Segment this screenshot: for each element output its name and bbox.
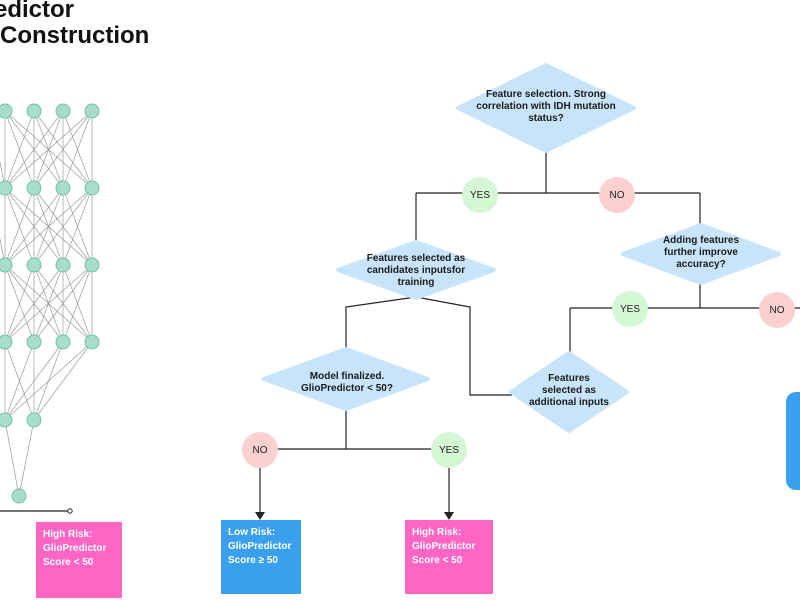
- network-edge: [0, 237, 6, 266]
- network-edge: [4, 187, 35, 266]
- network-node: [0, 412, 13, 428]
- network-edge: [18, 419, 35, 497]
- network-node: [84, 257, 100, 273]
- answer-no-feature-selection: NO: [599, 177, 635, 213]
- answer-yes-model: YES: [431, 432, 467, 468]
- network-edge: [4, 110, 64, 189]
- network-edge: [33, 264, 93, 343]
- arrowhead-high-risk: [444, 512, 454, 520]
- connector-candidates-left: [345, 296, 417, 366]
- network-node: [0, 257, 13, 273]
- network-edge: [4, 419, 20, 497]
- network-edge: [62, 187, 93, 266]
- decision-shapes: [262, 63, 781, 433]
- connector-lines: [259, 150, 800, 514]
- outcome-left-high-risk: High Risk: GlioPredictor Score < 50: [36, 522, 122, 598]
- network-node: [26, 103, 42, 119]
- network-axis-line: [0, 508, 73, 514]
- right-edge-partial-box: [786, 392, 800, 490]
- network-edge: [4, 264, 35, 343]
- answer-yes-feature-selection: YES: [462, 177, 498, 213]
- network-edge: [4, 341, 64, 421]
- outcome-low-risk: Low Risk: GlioPredictor Score ≥ 50: [221, 520, 301, 594]
- network-node: [0, 334, 13, 350]
- network-edge: [33, 187, 93, 266]
- network-node: [55, 180, 71, 196]
- decision-model-finalized-shape: [262, 347, 430, 411]
- network-edge: [33, 110, 93, 189]
- outcome-high-risk: High Risk: GlioPredictor Score < 50: [405, 520, 493, 594]
- network-node: [55, 103, 71, 119]
- network-node: [11, 488, 27, 504]
- network-node: [55, 334, 71, 350]
- decision-feature-selection-label: Feature selection. Strong correlation wi…: [476, 89, 616, 124]
- answer-no-adding-features: NO: [759, 292, 795, 328]
- network-node: [26, 257, 42, 273]
- decision-additional-inputs-label: Features selected as additional inputs: [529, 373, 609, 408]
- title-line-2: Construction: [0, 22, 150, 49]
- decision-adding-features-label: Adding features further improve accuracy…: [662, 235, 740, 270]
- network-node: [84, 180, 100, 196]
- decision-additional-inputs-shape: [509, 351, 629, 433]
- answer-yes-adding-features: YES: [612, 291, 648, 327]
- connector-candidates-right: [415, 296, 512, 396]
- network-edge: [4, 110, 35, 189]
- network-edge: [4, 264, 64, 343]
- network-node: [0, 103, 13, 119]
- decision-feature-selection-shape: [456, 63, 636, 153]
- network-edge: [4, 187, 93, 266]
- network-edge: [0, 160, 6, 189]
- network-edge: [62, 110, 93, 189]
- neural-network-graphic: [0, 103, 100, 504]
- network-edge: [4, 187, 64, 266]
- network-edge: [62, 264, 93, 343]
- network-node: [26, 412, 42, 428]
- network-node: [84, 103, 100, 119]
- network-node: [55, 257, 71, 273]
- arrowhead-low-risk: [255, 512, 265, 520]
- decision-model-finalized-label: Model finalized. GlioPredictor < 50?: [301, 371, 393, 394]
- network-edge: [33, 341, 93, 421]
- network-edge: [4, 264, 93, 343]
- network-node: [0, 180, 13, 196]
- arrowheads: [255, 512, 454, 520]
- network-node: [84, 334, 100, 350]
- decision-candidates-shape: [336, 240, 496, 300]
- decision-candidates-label: Features selected as candidates inputsfo…: [366, 253, 466, 288]
- network-edge: [4, 110, 93, 189]
- decision-adding-features-shape: [621, 223, 781, 285]
- network-node: [26, 334, 42, 350]
- network-edge: [4, 341, 35, 421]
- network-edge: [4, 341, 93, 421]
- network-node: [26, 180, 42, 196]
- title-line-1: edictor: [0, 0, 75, 23]
- answer-no-model: NO: [242, 432, 278, 468]
